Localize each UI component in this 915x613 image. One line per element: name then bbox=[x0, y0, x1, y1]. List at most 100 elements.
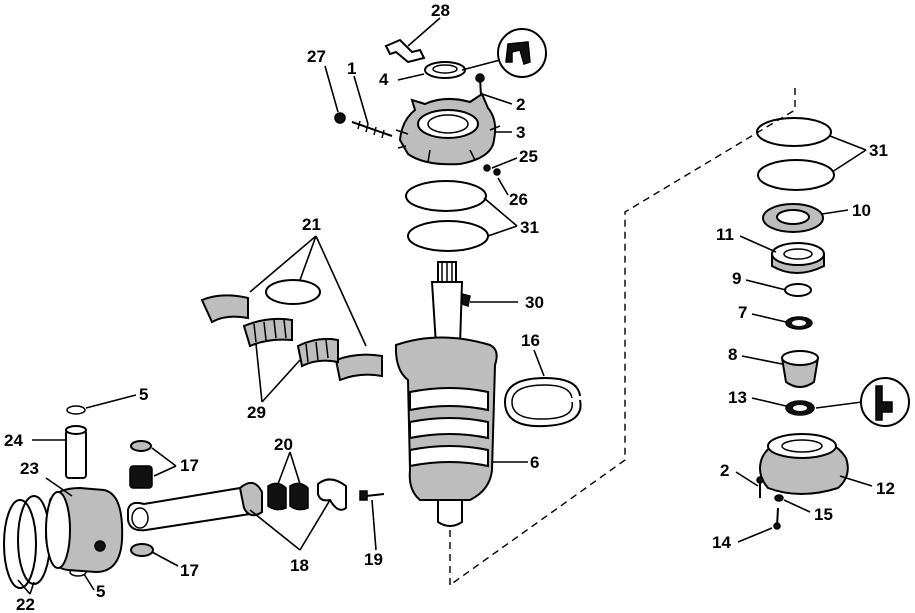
screw-part-14-head bbox=[773, 522, 781, 530]
seal-part-13-hole bbox=[793, 405, 807, 411]
assembly-divider-dashed-line bbox=[449, 88, 796, 586]
detail-inset-bracket-icon bbox=[505, 41, 531, 65]
callout-15: 15 bbox=[814, 505, 833, 524]
piston-part-23-crown bbox=[45, 491, 71, 569]
crankshaft-part-6 bbox=[394, 261, 498, 527]
seal-part-10-inner bbox=[776, 209, 810, 225]
bearing-ring-part-21 bbox=[265, 279, 321, 305]
callout-5-top: 5 bbox=[139, 385, 148, 404]
callout-19: 19 bbox=[364, 550, 383, 569]
needle-bearing-part-17 bbox=[129, 465, 153, 489]
leader-7 bbox=[751, 313, 787, 323]
detail-inset-circle-top bbox=[497, 28, 547, 78]
upper-housing-part-3-inner-ring bbox=[427, 114, 469, 134]
seal-part-4-inner bbox=[432, 64, 458, 74]
callout-5-bottom: 5 bbox=[96, 582, 105, 601]
lower-housing-part-12-bore bbox=[781, 439, 823, 453]
bearing-cup-part-8-top bbox=[781, 350, 819, 366]
bearing-race-part-21-left bbox=[200, 294, 249, 324]
ball-part-25 bbox=[483, 164, 491, 172]
callout-12: 12 bbox=[876, 479, 895, 498]
callout-30: 30 bbox=[525, 293, 544, 312]
piston-assembly-group bbox=[3, 405, 385, 589]
crankshaft-counterweight-1 bbox=[409, 387, 489, 412]
piston-ring-part-22-outer bbox=[3, 499, 37, 589]
leader-22 bbox=[17, 579, 35, 595]
connecting-rod-part-18-small-end bbox=[131, 507, 149, 529]
rod-cap-part-18 bbox=[317, 478, 347, 511]
callout-18: 18 bbox=[290, 556, 309, 575]
leader-13 bbox=[751, 397, 787, 407]
callout-22: 22 bbox=[16, 595, 35, 613]
thrust-washer-part-17-bottom bbox=[130, 543, 154, 557]
callout-17-top: 17 bbox=[180, 456, 199, 475]
o-ring-part-31-upper bbox=[405, 180, 487, 212]
washer-part-15 bbox=[774, 494, 784, 502]
upper-bearing-housing-group bbox=[334, 28, 547, 176]
callout-8: 8 bbox=[728, 345, 737, 364]
callout-2-top: 2 bbox=[516, 95, 525, 114]
leader-28 bbox=[407, 17, 441, 47]
o-ring-part-31-right-lower bbox=[757, 159, 835, 191]
bolt-part-2-lower-head bbox=[756, 476, 764, 484]
leader-17b bbox=[151, 551, 179, 567]
leader-4 bbox=[397, 73, 425, 81]
clip-part-28 bbox=[384, 38, 426, 64]
crankshaft-spline-lines bbox=[441, 262, 453, 282]
callout-28: 28 bbox=[431, 1, 450, 20]
retaining-ring-part-16-inner bbox=[511, 384, 573, 420]
leader-10 bbox=[821, 209, 849, 215]
upper-housing-part-3-bore bbox=[417, 109, 479, 139]
connecting-rod-part-18-big-end bbox=[238, 481, 263, 517]
leader-27 bbox=[324, 65, 339, 113]
bearing-race-part-21-right bbox=[334, 353, 383, 382]
leader-lines bbox=[17, 17, 873, 595]
roller-bearing-part-29-right-rollers bbox=[305, 339, 329, 363]
crankshaft-counterweight-2 bbox=[409, 417, 489, 440]
callout-3: 3 bbox=[516, 123, 525, 142]
leader-11 bbox=[739, 235, 777, 253]
snap-ring-part-9 bbox=[784, 283, 812, 297]
spring-part-26 bbox=[493, 168, 501, 176]
leader-1 bbox=[353, 75, 369, 125]
callout-9: 9 bbox=[732, 269, 741, 288]
clip-part-5-top bbox=[66, 405, 86, 415]
woodruff-key-part-30 bbox=[461, 293, 471, 307]
callout-10: 10 bbox=[852, 201, 871, 220]
callout-4: 4 bbox=[379, 70, 389, 89]
leader-17a bbox=[151, 447, 177, 477]
callout-14: 14 bbox=[712, 533, 731, 552]
detail-inset-seal-icon bbox=[875, 385, 893, 421]
ball-bearing-part-11-bore bbox=[783, 248, 813, 260]
ball-bearing-part-11-top bbox=[771, 242, 825, 266]
leader-29 bbox=[255, 343, 301, 403]
crankshaft-counterweight-3 bbox=[409, 445, 489, 468]
leader-12 bbox=[839, 475, 873, 487]
thrust-washer-part-17-top bbox=[130, 440, 152, 452]
leader-8 bbox=[741, 355, 783, 365]
leader-15 bbox=[783, 499, 811, 513]
rod-bolt-part-19-head bbox=[359, 490, 368, 501]
callout-21: 21 bbox=[302, 215, 321, 234]
lower-housing-group bbox=[756, 117, 910, 530]
leader-16 bbox=[533, 349, 545, 377]
crankshaft-lower-stub bbox=[437, 499, 463, 527]
leader-9 bbox=[745, 279, 787, 291]
callout-23: 23 bbox=[20, 459, 39, 478]
o-ring-part-31-right-upper bbox=[756, 117, 832, 147]
rod-bearing-part-20-left bbox=[267, 482, 287, 511]
upper-housing-part-3-flange-detail bbox=[395, 125, 501, 163]
nut-part-27 bbox=[334, 112, 346, 124]
callout-31-center: 31 bbox=[520, 218, 539, 237]
callout-24: 24 bbox=[4, 431, 23, 450]
callout-1: 1 bbox=[347, 59, 356, 78]
callout-labels: 28 27 1 4 2 3 25 26 31 21 30 16 29 5 24 … bbox=[4, 1, 895, 613]
leader-31b bbox=[829, 135, 867, 173]
screw-part-2-top-head bbox=[475, 73, 485, 83]
leader-19 bbox=[371, 499, 377, 551]
retaining-ring-part-16 bbox=[503, 376, 582, 428]
callout-2-right: 2 bbox=[720, 461, 729, 480]
callout-25: 25 bbox=[519, 147, 538, 166]
leader-26 bbox=[497, 177, 509, 196]
callout-17-bottom: 17 bbox=[180, 561, 199, 580]
